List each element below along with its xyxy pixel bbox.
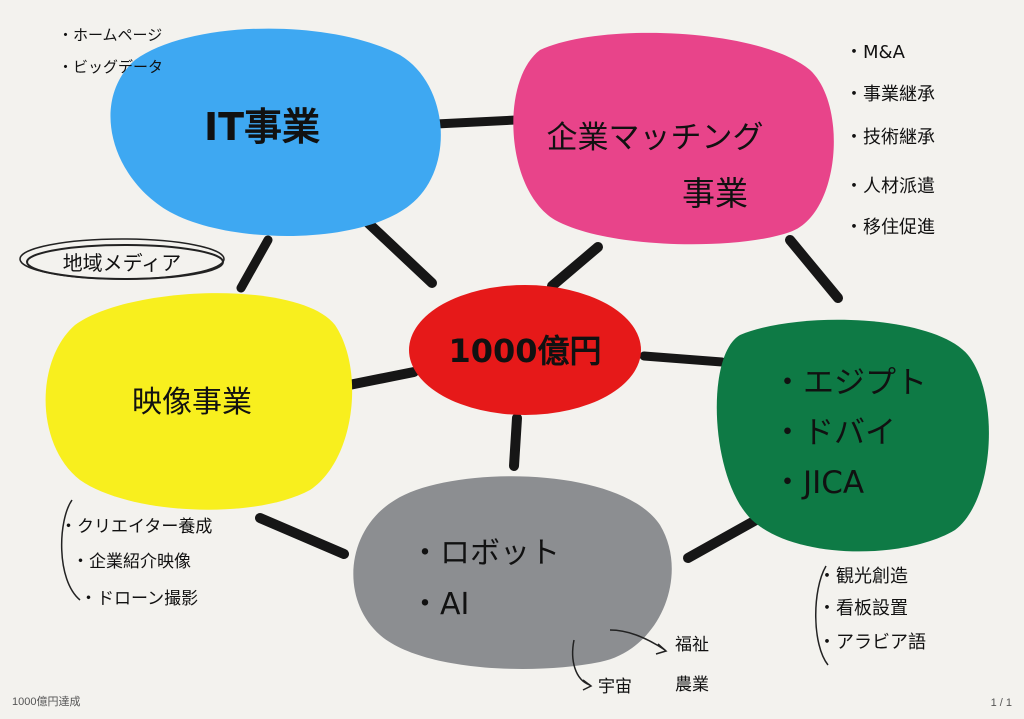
connector-it-eizo — [236, 235, 273, 293]
note-eizo-0: ・クリエイター養成 — [60, 517, 212, 537]
note-robot-welfare: 福祉 — [675, 635, 709, 655]
node-eizo-blob — [45, 293, 353, 510]
note-kigyo-0: ・M&A — [845, 42, 906, 63]
connector-kigyo-overseas — [785, 235, 843, 303]
note-overseas-2: ・アラビア語 — [818, 632, 926, 653]
note-robot-space: 宇宙 — [598, 677, 632, 697]
notes-overseas-bracket — [815, 565, 829, 666]
node-overseas[interactable]: ・エジプト ・ドバイ ・JICA — [716, 319, 989, 552]
node-kigyo-line1: 企業マッチング — [547, 120, 764, 156]
connector-center-overseas — [639, 351, 727, 367]
connector-it-center — [360, 215, 437, 288]
node-robot-line2: ・AI — [410, 587, 469, 622]
connector-eizo-robot — [255, 513, 349, 559]
local-media-label: 地域メディア — [63, 251, 182, 275]
page-indicator: 1 / 1 — [990, 697, 1012, 709]
note-kigyo-1: ・事業継承 — [845, 84, 935, 105]
connector-overseas-robot — [683, 515, 761, 563]
arrow-to-welfare-head — [655, 643, 668, 655]
notes-robot: 宇宙 福祉 農業 — [571, 629, 709, 697]
note-robot-agri: 農業 — [675, 675, 709, 695]
node-center-blob — [409, 285, 641, 415]
connector-center-robot — [509, 413, 522, 471]
note-eizo-2: ・ドローン撮影 — [80, 589, 198, 609]
node-kigyo-blob — [513, 32, 834, 245]
connector-eizo-center — [339, 367, 419, 391]
note-it-1: ・ビッグデータ — [58, 58, 163, 76]
node-eizo[interactable]: 映像事業 — [45, 293, 353, 510]
note-kigyo-2: ・技術継承 — [845, 127, 935, 148]
node-it[interactable]: IT事業 — [110, 28, 441, 236]
notes-kigyo: ・M&A ・事業継承 ・技術継承 ・人材派遣 ・移住促進 — [845, 42, 935, 238]
node-eizo-label: 映像事業 — [132, 385, 252, 420]
connectors — [236, 115, 843, 563]
node-robot[interactable]: ・ロボット ・AI — [353, 476, 672, 670]
notes-overseas: ・観光創造 ・看板設置 ・アラビア語 — [815, 565, 926, 666]
connector-it-kigyo — [431, 115, 521, 129]
node-robot-blob — [353, 476, 672, 670]
notes-it: ・ホームページ ・ビッグデータ — [58, 26, 163, 76]
arrow-to-space-head — [582, 679, 593, 691]
node-center[interactable]: 1000億円 — [409, 285, 641, 415]
node-it-label: IT事業 — [204, 105, 320, 149]
note-overseas-0: ・観光創造 — [818, 566, 908, 587]
note-it-0: ・ホームページ — [58, 26, 162, 44]
node-overseas-line1: ・エジプト — [772, 365, 927, 401]
node-robot-line1: ・ロボット — [410, 536, 560, 571]
local-media-outline-2 — [19, 238, 225, 280]
note-overseas-1: ・看板設置 — [818, 598, 908, 619]
notes-eizo: ・クリエイター養成 ・企業紹介映像 ・ドローン撮影 — [60, 499, 212, 609]
node-kigyo[interactable]: 企業マッチング 事業 — [513, 32, 834, 245]
document-title: 1000億円達成 — [12, 696, 81, 708]
node-it-blob — [110, 28, 441, 236]
node-overseas-line2: ・ドバイ — [772, 415, 896, 451]
node-center-label: 1000億円 — [448, 332, 601, 370]
connector-kigyo-center — [547, 242, 603, 291]
node-overseas-line3: ・JICA — [772, 465, 864, 501]
note-kigyo-4: ・移住促進 — [845, 217, 935, 238]
note-kigyo-3: ・人材派遣 — [845, 176, 935, 197]
node-overseas-blob — [716, 319, 989, 552]
local-media-tag: 地域メディア — [19, 238, 225, 280]
node-kigyo-line2: 事業 — [682, 174, 748, 213]
note-eizo-1: ・企業紹介映像 — [72, 552, 191, 572]
notes-eizo-bracket — [60, 499, 81, 601]
